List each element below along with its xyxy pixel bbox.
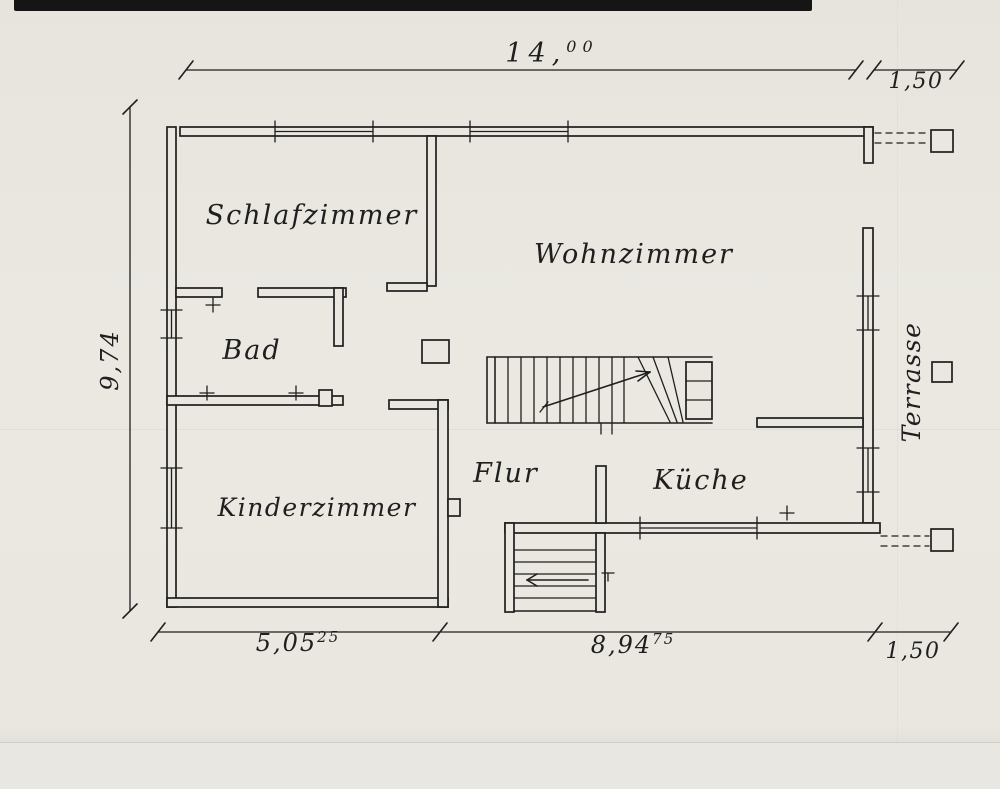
- window-kueche-right: [856, 447, 880, 493]
- dim-value: 5,05: [256, 629, 317, 657]
- terrace-door-top: [874, 129, 954, 153]
- staircase-main: [486, 356, 713, 435]
- room-label-terrasse: Terrasse: [897, 322, 926, 443]
- wall-entry-left: [504, 522, 515, 613]
- wall-flur-kueche-divider: [595, 465, 607, 524]
- room-label-kueche: Küche: [652, 465, 748, 496]
- wall-bottom-kinderzimmer: [166, 597, 449, 608]
- room-label-kinderzimmer: Kinderzimmer: [217, 493, 417, 522]
- interior-walls: [166, 135, 864, 613]
- stair-shaft: [685, 361, 713, 420]
- wall-block-bad-door: [318, 389, 333, 407]
- terrace-post-bottom: [930, 528, 954, 552]
- wall-left: [166, 126, 177, 608]
- terrace-post-top: [930, 129, 954, 153]
- terrace-post-middle: [931, 361, 953, 383]
- room-label-schlafzimmer: Schlafzimmer: [206, 200, 419, 231]
- entry-landing-mark: [601, 572, 615, 582]
- wall-wohnzimmer-kueche-divider: [756, 417, 864, 428]
- door-leaf-schlafzimmer: [386, 282, 428, 292]
- plus-mark: [199, 385, 215, 401]
- plus-mark: [779, 505, 795, 521]
- dim-value-sup: 00: [566, 37, 598, 56]
- dim-line-bottom: [150, 622, 959, 642]
- staircase-entry: [513, 549, 615, 612]
- dim-label-bottom-mid: 8,9475: [591, 630, 676, 659]
- dim-label-bottom-left: 5,0525: [256, 628, 341, 657]
- dim-label-top-right: 1,50: [889, 69, 944, 94]
- plus-mark: [288, 385, 304, 401]
- wall-bad-bottom: [166, 395, 344, 406]
- room-labels: Schlafzimmer Wohnzimmer Bad Kinderzimmer…: [206, 200, 926, 522]
- dim-value: 14,: [505, 38, 566, 69]
- dimension-lines: [122, 60, 965, 642]
- wall-nub-kinderzimmer: [447, 498, 461, 517]
- dim-value: 8,94: [591, 631, 652, 659]
- window-wohnzimmer-top: [469, 120, 569, 143]
- room-label-flur: Flur: [472, 458, 539, 489]
- plus-mark: [205, 297, 221, 313]
- window-schlafzimmer-top: [274, 120, 374, 143]
- wall-bad-top-left: [175, 287, 223, 298]
- window-kinderzimmer-left: [160, 467, 183, 529]
- room-label-bad: Bad: [221, 335, 281, 366]
- dimension-labels: 14,00 1,50 9,74 5,0525 8,9475 1,50: [96, 37, 944, 664]
- window-kueche-bottom: [639, 516, 758, 540]
- exterior-walls: [166, 126, 881, 608]
- dim-line-top-right: [866, 60, 965, 80]
- paper-bottom-edge: [0, 742, 1000, 789]
- wall-bad-top-right: [257, 287, 347, 298]
- window-bad-left: [160, 309, 183, 339]
- stair-direction-arrow-up: [539, 370, 651, 413]
- plus-marks: [199, 297, 795, 521]
- dim-label-bottom-right: 1,50: [886, 639, 941, 664]
- dim-label-left-height: 9,74: [96, 329, 124, 390]
- dim-line-left: [122, 99, 138, 619]
- window-wohnzimmer-right: [856, 295, 880, 331]
- scan-edge-bar: [14, 0, 812, 11]
- dim-line-top: [178, 60, 864, 80]
- terrace-door-bottom: [880, 528, 954, 552]
- room-label-wohnzimmer: Wohnzimmer: [534, 239, 734, 270]
- dim-label-top-width: 14,00: [505, 37, 598, 69]
- wall-schlafzimmer-right: [426, 135, 437, 287]
- wall-top-right-corner: [863, 126, 874, 164]
- paper-crease-vertical: [897, 0, 899, 789]
- wall-kinderzimmer-right: [437, 399, 449, 608]
- wall-stub-block: [421, 339, 450, 364]
- dim-value-sup: 75: [652, 630, 675, 648]
- wall-bad-right: [333, 287, 344, 347]
- dim-value-sup: 25: [316, 628, 340, 646]
- entry-direction-arrow-left: [526, 573, 589, 587]
- paper-crease-horizontal: [0, 429, 1000, 431]
